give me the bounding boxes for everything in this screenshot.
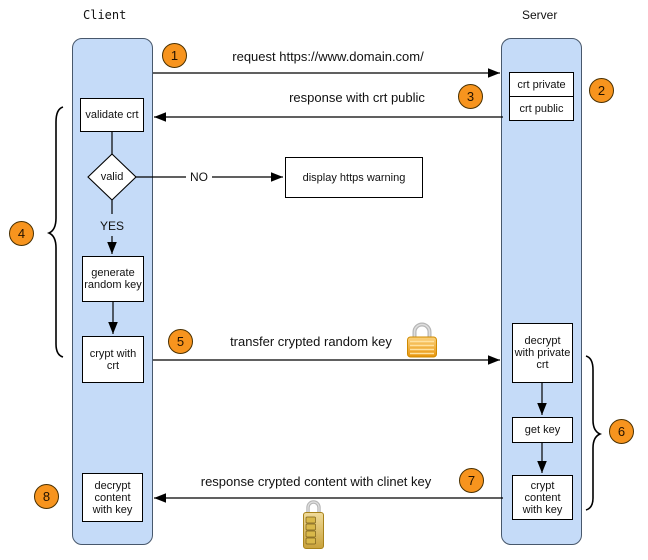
response-crt-message-label: response with crt public xyxy=(289,90,425,105)
step6-brace xyxy=(585,355,603,511)
get-key-node: get key xyxy=(512,417,573,443)
yes-label: YES xyxy=(99,219,125,233)
decrypt-content-node: decrypt content with key xyxy=(82,473,143,522)
https-warning-node: display https warning xyxy=(285,157,423,198)
valid-decision-diamond xyxy=(87,153,137,201)
step-badge-8: 8 xyxy=(34,484,59,509)
request-message-label: request https://www.domain.com/ xyxy=(232,49,424,64)
no-label: NO xyxy=(186,170,212,184)
validate-crt-node: validate crt xyxy=(80,98,144,132)
crypt-content-node: crypt content with key xyxy=(512,475,573,520)
crypt-with-crt-node: crypt with crt xyxy=(82,336,144,383)
crt-public-node: crt public xyxy=(509,96,574,121)
generate-random-key-node: generate random key xyxy=(82,256,144,302)
decrypt-private-crt-node: decrypt with private crt xyxy=(512,323,573,383)
response-content-message-label: response crypted content with clinet key xyxy=(200,474,432,489)
closed-padlock-icon xyxy=(407,322,437,358)
valid-decision-label: valid xyxy=(100,171,124,183)
server-title: Server xyxy=(522,8,558,22)
crt-private-node: crt private xyxy=(509,72,574,97)
combination-padlock-icon xyxy=(303,500,324,549)
step4-brace xyxy=(46,106,64,358)
step-badge-3: 3 xyxy=(458,84,483,109)
step-badge-4: 4 xyxy=(9,221,34,246)
step-badge-7: 7 xyxy=(459,468,484,493)
step-badge-2: 2 xyxy=(589,78,614,103)
step-badge-6: 6 xyxy=(609,419,634,444)
client-title: Client xyxy=(83,8,127,22)
transfer-key-message-label: transfer crypted random key xyxy=(230,334,392,349)
step-badge-1: 1 xyxy=(162,43,187,68)
step-badge-5: 5 xyxy=(168,329,193,354)
